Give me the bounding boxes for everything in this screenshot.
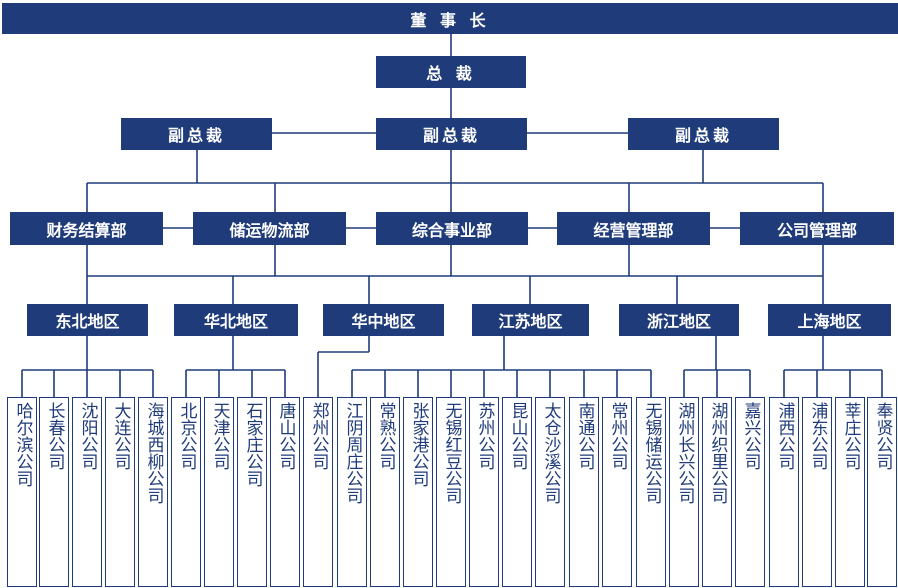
dept-finance: 财务结算部	[10, 212, 163, 245]
company-box: 无锡储运公司	[636, 397, 666, 587]
region-jiangsu: 江苏地区	[472, 304, 589, 336]
dept-logistics: 储运物流部	[193, 212, 346, 245]
vice-president-right: 副总裁	[628, 118, 779, 150]
company-box: 南通公司	[569, 397, 599, 587]
region-zhejiang: 浙江地区	[619, 304, 739, 336]
company-box: 哈尔滨公司	[7, 397, 37, 587]
president-box: 总 裁	[376, 56, 526, 88]
company-box: 海城西柳公司	[138, 397, 168, 587]
vice-president-left: 副总裁	[121, 118, 272, 150]
chairman-box: 董 事 长	[2, 3, 898, 34]
company-box: 浦西公司	[769, 397, 799, 587]
company-box: 常州公司	[602, 397, 632, 587]
company-box: 石家庄公司	[237, 397, 267, 587]
company-box: 浦东公司	[802, 397, 832, 587]
dept-company-management: 公司管理部	[740, 212, 894, 245]
company-box: 沈阳公司	[72, 397, 102, 587]
company-box: 嘉兴公司	[735, 397, 765, 587]
company-box: 昆山公司	[502, 397, 532, 587]
company-box: 湖州织里公司	[702, 397, 732, 587]
company-box: 唐山公司	[270, 397, 300, 587]
company-box: 大连公司	[105, 397, 135, 587]
region-shanghai: 上海地区	[768, 304, 891, 336]
company-box: 张家港公司	[403, 397, 433, 587]
company-box: 莘庄公司	[835, 397, 865, 587]
region-northeast: 东北地区	[27, 304, 148, 336]
company-box: 太仓沙溪公司	[535, 397, 565, 587]
company-box: 无锡红豆公司	[436, 397, 466, 587]
company-box: 郑州公司	[303, 397, 333, 587]
company-box: 江阴周庄公司	[337, 397, 367, 587]
region-north: 华北地区	[174, 304, 298, 336]
company-box: 常熟公司	[370, 397, 400, 587]
company-box: 天津公司	[204, 397, 234, 587]
dept-operations: 经营管理部	[557, 212, 710, 245]
region-central: 华中地区	[323, 304, 444, 336]
company-box: 北京公司	[171, 397, 201, 587]
company-box: 湖州长兴公司	[669, 397, 699, 587]
company-box: 奉贤公司	[867, 397, 897, 587]
company-box: 长春公司	[39, 397, 69, 587]
dept-general-business: 综合事业部	[376, 212, 528, 245]
company-box: 苏州公司	[469, 397, 499, 587]
vice-president-center: 副总裁	[376, 118, 527, 150]
